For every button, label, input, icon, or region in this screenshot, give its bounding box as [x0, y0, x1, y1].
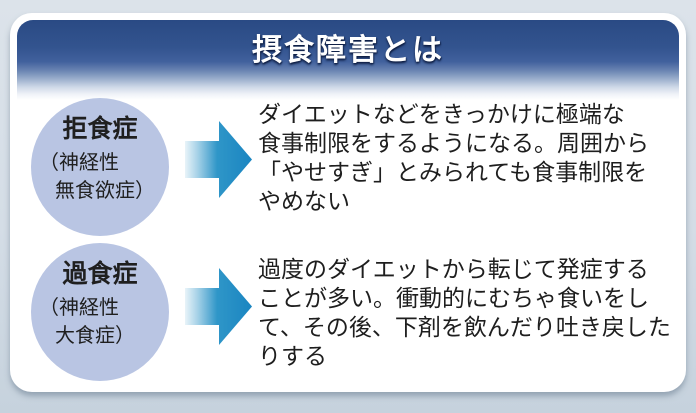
term-subtitle-line1: （神経性 — [39, 150, 119, 174]
term-subtitle-line2: 無食欲症） — [55, 178, 155, 202]
description-line: りする — [258, 344, 327, 370]
term-label: 過食症 — [62, 259, 138, 288]
term-label: 拒食症 — [62, 114, 138, 143]
term-subtitle-line1: （神経性 — [39, 295, 119, 319]
description-line: ことが多い。衝動的にむちゃ食いをし — [258, 286, 649, 312]
term-subtitle-line2: 大食症） — [55, 323, 135, 347]
right-arrow-icon — [185, 121, 252, 198]
title-bar: 摂食障害とは — [17, 20, 679, 100]
description-line: 食事制限をするようになる。周囲から — [258, 131, 649, 157]
term-circle-bulimia: 過食症 （神経性 大食症） — [31, 243, 169, 381]
term-subtitle: （神経性 無食欲症） — [31, 148, 169, 204]
term-subtitle: （神経性 大食症） — [31, 293, 169, 349]
content-card: 摂食障害とは 拒食症 （神経性 無食欲症） ダイエットなどをきっかけに極端 — [10, 13, 686, 392]
description-line: 「やせすぎ」とみられても食事制限を — [258, 160, 648, 186]
term-circle-anorexia: 拒食症 （神経性 無食欲症） — [31, 98, 169, 236]
description-bulimia: 過度のダイエットから転じて発症する ことが多い。衝動的にむちゃ食いをし て、その… — [258, 256, 671, 372]
right-arrow-icon — [185, 268, 252, 345]
page-title: 摂食障害とは — [252, 33, 444, 68]
description-line: やめない — [258, 189, 350, 215]
description-line: 過度のダイエットから転じて発症する — [258, 257, 649, 283]
description-anorexia: ダイエットなどをきっかけに極端な 食事制限をするようになる。周囲から 「やせすぎ… — [258, 101, 649, 217]
description-line: て、その後、下剤を飲んだり吐き戻した — [258, 315, 671, 341]
description-line: ダイエットなどをきっかけに極端な — [258, 102, 625, 128]
